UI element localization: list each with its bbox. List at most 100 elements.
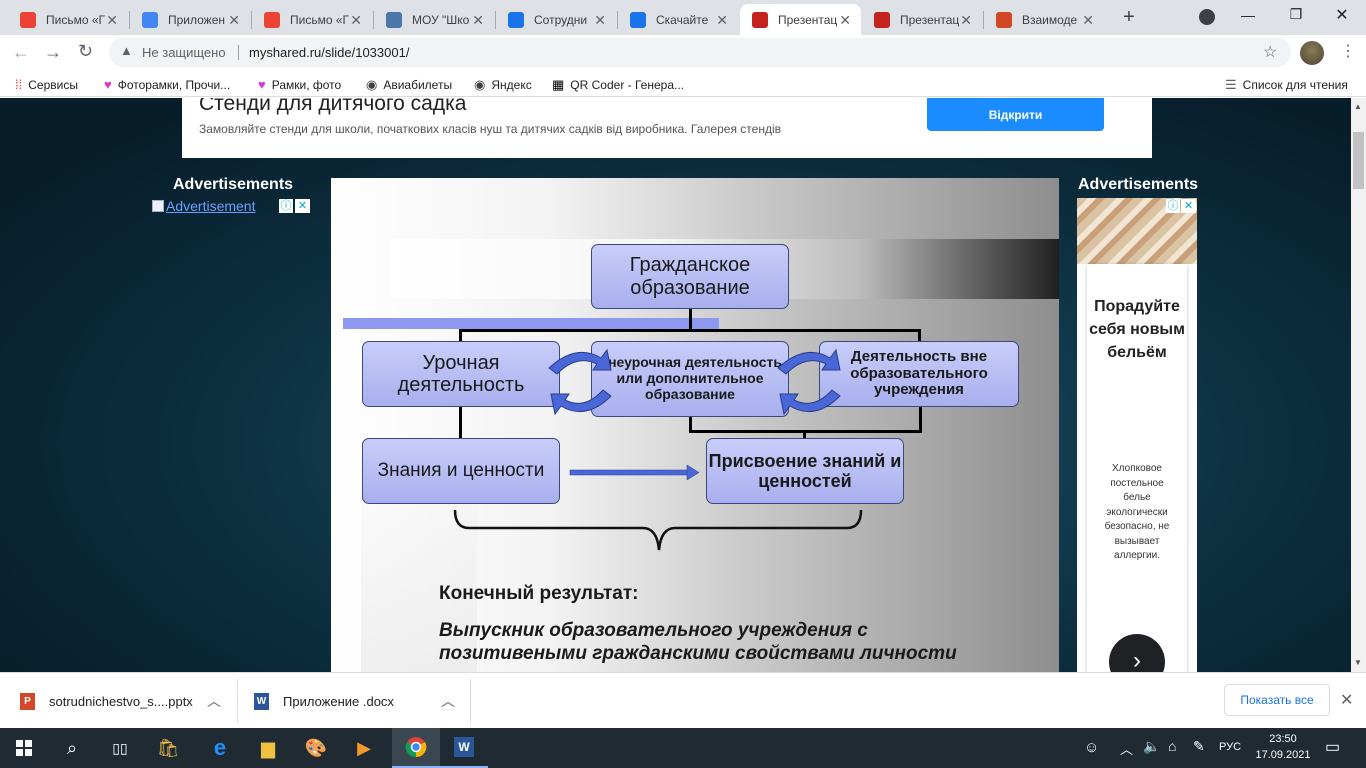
download-name[interactable]: sotrudnichestvo_s....pptx xyxy=(49,694,193,709)
menu-icon[interactable]: ⋮ xyxy=(1340,43,1356,60)
scroll-up-icon[interactable]: ▲ xyxy=(1354,102,1362,111)
downloads-divider xyxy=(470,679,471,723)
doc-icon xyxy=(142,11,158,28)
close-tab-icon[interactable]: ✕ xyxy=(228,12,240,28)
right-ad[interactable]: ⓘ ✕ Порадуйте себя новым бельём Хлопково… xyxy=(1077,198,1197,672)
globe-icon: ◉ xyxy=(474,77,486,92)
left-ad-broken-image[interactable]: Advertisement ⓘ ✕ xyxy=(152,198,312,214)
ad-banner-title[interactable]: Стенди для дитячого садка xyxy=(199,98,467,115)
close-tab-icon[interactable]: ✕ xyxy=(594,12,606,28)
file-explorer-icon[interactable]: ▆ xyxy=(261,737,275,758)
close-tab-icon[interactable]: ✕ xyxy=(106,12,118,28)
clock-time[interactable]: 23:50 xyxy=(1269,733,1297,745)
bookmark-label: QR Coder - Генера... xyxy=(570,78,684,92)
minimize-button[interactable]: — xyxy=(1241,7,1255,23)
bookmark-avia[interactable]: ◉ Авиабилеты xyxy=(366,77,452,93)
volume-icon[interactable]: 🔈 xyxy=(1143,738,1161,754)
task-view-icon[interactable]: ▯▯ xyxy=(112,739,128,756)
ad-banner[interactable]: Стенди для дитячого садка Замовляйте сте… xyxy=(182,98,1152,158)
close-tab-icon[interactable]: ✕ xyxy=(472,12,484,28)
chevron-up-icon[interactable]: ︿ xyxy=(441,693,455,709)
tab-separator xyxy=(495,11,496,29)
tab[interactable]: Приложен✕ xyxy=(130,4,250,35)
bookmark-photoframes[interactable]: ♥ Фоторамки, Прочи... xyxy=(104,77,230,92)
bookmark-yandex[interactable]: ◉ Яндекс xyxy=(474,77,532,93)
clock-date[interactable]: 17.09.2021 xyxy=(1255,749,1311,761)
tab[interactable]: Сотрудни✕ xyxy=(496,4,616,35)
bookmark-services[interactable]: ⁞⁞ Сервисы xyxy=(15,77,78,92)
result-arrow xyxy=(569,464,700,481)
url-text[interactable]: myshared.ru/slide/1033001/ xyxy=(249,45,410,60)
tab[interactable]: Презентац✕ xyxy=(740,4,861,35)
forward-icon[interactable]: → xyxy=(44,42,62,62)
ad-open-button[interactable]: Відкрити xyxy=(927,98,1104,131)
connector-line xyxy=(459,329,462,344)
bookmarks-bar: ⁞⁞ Сервисы ♥ Фоторамки, Прочи... ♥ Рамки… xyxy=(0,71,1366,97)
warning-icon[interactable]: ▲ xyxy=(120,43,133,58)
chevron-up-icon[interactable]: ︿ xyxy=(207,693,221,709)
connector-line xyxy=(459,329,921,332)
tab-search-icon[interactable] xyxy=(1199,9,1215,25)
ad-close-icon[interactable]: ✕ xyxy=(1181,199,1196,213)
close-tab-icon[interactable]: ✕ xyxy=(1082,12,1094,28)
left-ad-alt-text[interactable]: Advertisement xyxy=(166,198,256,214)
ad-info-icon[interactable]: ⓘ xyxy=(1166,199,1180,213)
reload-icon[interactable]: ↻ xyxy=(78,41,94,61)
language-indicator[interactable]: РУС xyxy=(1219,741,1242,753)
chrome-icon[interactable] xyxy=(392,728,440,768)
security-label[interactable]: Не защищено xyxy=(142,45,226,60)
show-all-button[interactable]: Показать все xyxy=(1224,684,1330,716)
bookmark-star-icon[interactable]: ☆ xyxy=(1263,44,1278,61)
bookmark-label: Сервисы xyxy=(28,77,78,92)
close-downloads-icon[interactable]: ✕ xyxy=(1340,692,1354,709)
reading-list-label: Список для чтения xyxy=(1242,78,1348,92)
people-icon[interactable]: ☺ xyxy=(1084,739,1100,756)
right-ad-next-button[interactable]: › xyxy=(1109,634,1165,672)
omnibox-divider xyxy=(238,45,239,60)
address-bar[interactable]: ▲ Не защищено myshared.ru/slide/1033001/… xyxy=(109,38,1291,67)
tab[interactable]: Презентац✕ xyxy=(862,4,982,35)
word-icon[interactable]: W xyxy=(440,728,488,768)
box-extracurricular: Внеурочная деятельность или дополнительн… xyxy=(591,341,789,417)
search-icon[interactable]: ⌕ xyxy=(66,737,78,758)
scroll-thumb[interactable] xyxy=(1353,132,1364,189)
right-ad-label: Advertisements xyxy=(1078,176,1199,193)
right-ad-title[interactable]: Порадуйте себя новым бельём xyxy=(1089,298,1185,362)
paint-icon[interactable]: 🎨 xyxy=(304,737,328,758)
tab[interactable]: Скачайте✕ xyxy=(618,4,738,35)
close-tab-icon[interactable]: ✕ xyxy=(839,12,851,28)
edge-icon[interactable]: e xyxy=(213,735,227,760)
word-file-icon: W xyxy=(254,693,269,710)
close-window-button[interactable]: ✕ xyxy=(1335,7,1349,24)
download-item[interactable]: W Приложение .docx ︿ xyxy=(238,673,470,729)
show-hidden-icons[interactable]: ︿ xyxy=(1120,742,1134,757)
maximize-button[interactable]: ❐ xyxy=(1289,6,1303,22)
profile-avatar[interactable] xyxy=(1300,41,1324,65)
network-icon[interactable]: ⌂ xyxy=(1168,738,1177,754)
bookmark-qr[interactable]: ▦ QR Coder - Генера... xyxy=(552,77,684,93)
reading-list[interactable]: ☰ Список для чтения xyxy=(1225,77,1348,93)
right-ad-card[interactable] xyxy=(1087,264,1187,672)
scroll-down-icon[interactable]: ▼ xyxy=(1354,658,1362,667)
notifications-icon[interactable]: ▭ xyxy=(1325,739,1341,756)
new-tab-button[interactable]: + xyxy=(1123,6,1135,28)
bookmark-frames[interactable]: ♥ Рамки, фото xyxy=(258,77,341,92)
input-method-icon[interactable]: ✎ xyxy=(1193,738,1205,754)
tab[interactable]: Письмо «Г✕ xyxy=(8,4,128,35)
media-player-icon[interactable]: ▶ xyxy=(357,737,371,758)
page-scrollbar[interactable]: ▲ ▼ xyxy=(1351,98,1366,672)
check-icon xyxy=(630,11,646,28)
close-tab-icon[interactable]: ✕ xyxy=(350,12,362,28)
ad-close-icon[interactable]: ✕ xyxy=(295,199,310,213)
tab[interactable]: Взаимоде✕ xyxy=(984,4,1104,35)
tab[interactable]: МОУ "Шко✕ xyxy=(374,4,494,35)
ad-info-icon[interactable]: ⓘ xyxy=(279,199,293,213)
download-item[interactable]: P sotrudnichestvo_s....pptx ︿ xyxy=(0,673,237,729)
windows-start-icon[interactable] xyxy=(0,728,48,768)
close-tab-icon[interactable]: ✕ xyxy=(960,12,972,28)
close-tab-icon[interactable]: ✕ xyxy=(716,12,728,28)
back-icon[interactable]: ← xyxy=(12,42,30,62)
tab[interactable]: Письмо «Г✕ xyxy=(252,4,372,35)
download-name[interactable]: Приложение .docx xyxy=(283,694,394,709)
store-icon[interactable]: 🛍 xyxy=(156,737,180,758)
